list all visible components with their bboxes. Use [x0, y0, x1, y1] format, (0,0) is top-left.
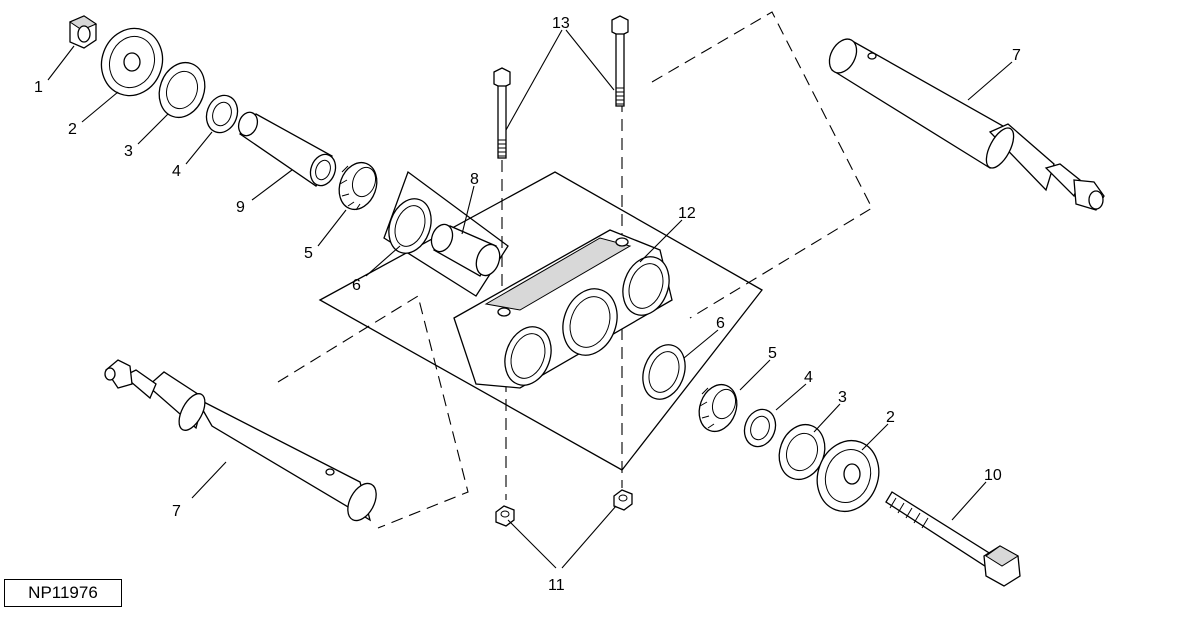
- callout-4-left: 4: [172, 163, 181, 180]
- housing-assembly-outline: [318, 171, 763, 471]
- part-2-seal-cap-right: [816, 439, 880, 513]
- part-3-bearing-cup-left: [158, 61, 206, 119]
- part-7-spindle-lower: [104, 359, 377, 522]
- callout-6-right: 6: [716, 315, 725, 332]
- part-1-nut: [68, 15, 98, 49]
- part-6-bushing-left: [388, 198, 432, 254]
- bushing-group-outline: [383, 170, 509, 297]
- callout-5-right: 5: [768, 345, 777, 362]
- part-4-race-right: [743, 408, 777, 448]
- callout-2-right: 2: [886, 409, 895, 426]
- part-13-bolt-left: [493, 67, 511, 159]
- figure-id-label: NP11976: [4, 579, 122, 607]
- part-10-bolt: [885, 491, 1021, 587]
- callout-3-left: 3: [124, 143, 133, 160]
- callout-6-left: 6: [352, 277, 361, 294]
- part-5-roller-bearing-left: [338, 161, 378, 211]
- callout-1: 1: [34, 79, 43, 96]
- callout-5-left: 5: [304, 245, 313, 262]
- part-6-bushing-right: [642, 344, 686, 400]
- part-5-roller-bearing-right: [698, 383, 738, 433]
- callout-2-left: 2: [68, 121, 77, 138]
- callout-3-right: 3: [838, 389, 847, 406]
- part-4-race-left: [205, 94, 239, 134]
- callout-11: 11: [548, 577, 565, 594]
- callout-7-lower: 7: [172, 503, 181, 520]
- part-11-nut-right: [613, 489, 633, 511]
- assembly-boundaries: [318, 170, 763, 471]
- callout-9: 9: [236, 199, 245, 216]
- callout-13: 13: [552, 15, 570, 32]
- callout-10: 10: [984, 467, 1002, 484]
- part-13-bolt-right: [611, 15, 629, 107]
- callout-7-upper: 7: [1012, 47, 1021, 64]
- callout-12: 12: [678, 205, 696, 222]
- callout-8: 8: [470, 171, 479, 188]
- leader-lines: [47, 29, 1013, 569]
- part-9-sleeve: [237, 111, 337, 187]
- part-7-spindle-upper: [828, 38, 1105, 211]
- figure-id-text: NP11976: [28, 583, 98, 602]
- callouts: 1 2 3 4 9 5 6 8 13 12 7 6 5 4 3 2 10 7 1…: [34, 15, 1021, 594]
- part-12-pivot-housing: [453, 229, 673, 389]
- callout-4-right: 4: [804, 369, 813, 386]
- part-2-seal-cap-left: [100, 27, 164, 97]
- part-8-bushing-sleeve: [430, 223, 501, 277]
